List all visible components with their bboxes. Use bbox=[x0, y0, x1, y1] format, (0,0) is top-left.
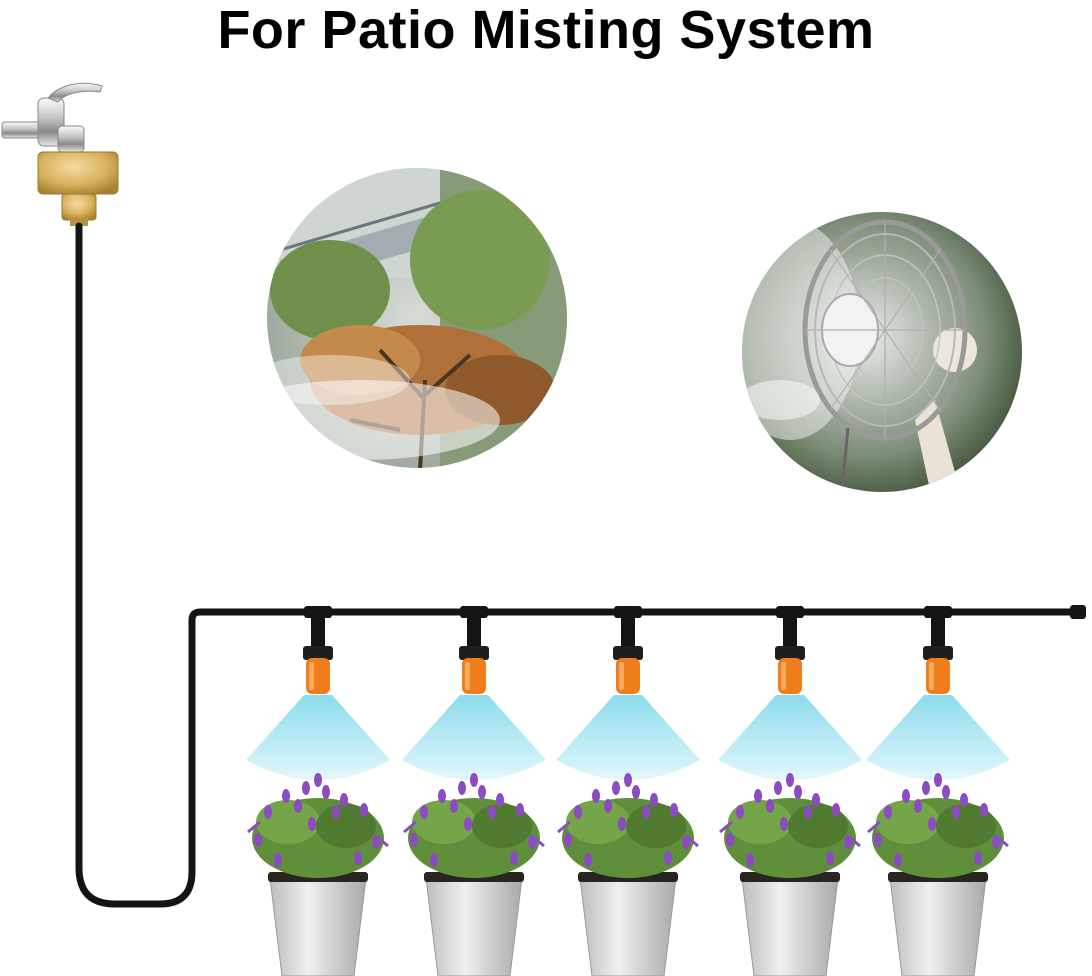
lavender-plant-icon bbox=[557, 773, 699, 878]
mist-spray bbox=[246, 695, 390, 780]
plant-pot-icon bbox=[889, 877, 987, 976]
mist-nozzle-icon bbox=[613, 606, 643, 694]
misting-station bbox=[246, 606, 390, 976]
fan-icon bbox=[802, 219, 977, 491]
misting-station bbox=[556, 606, 700, 976]
mist-nozzle-icon bbox=[775, 606, 805, 694]
brass-adapter-icon bbox=[37, 151, 119, 226]
tree-mist-photo bbox=[267, 168, 567, 468]
fan-mist-photo bbox=[742, 212, 1022, 492]
mist-spray bbox=[866, 695, 1010, 780]
plant-pot-icon bbox=[579, 877, 677, 976]
mist-nozzle-icon bbox=[923, 606, 953, 694]
misting-station bbox=[866, 606, 1010, 976]
lavender-plant-icon bbox=[867, 773, 1009, 878]
lavender-plant-icon bbox=[403, 773, 545, 878]
mist-spray bbox=[718, 695, 862, 780]
tube-end-cap bbox=[1070, 605, 1086, 619]
supply-tube bbox=[75, 222, 1082, 908]
plant-pot-icon bbox=[741, 877, 839, 976]
plant-pot-icon bbox=[269, 877, 367, 976]
lavender-plant-icon bbox=[719, 773, 861, 878]
lavender-plant-icon bbox=[247, 773, 389, 878]
mist-nozzle-icon bbox=[459, 606, 489, 694]
mist-spray bbox=[402, 695, 546, 780]
faucet-icon bbox=[1, 82, 103, 153]
mist-nozzle-icon bbox=[303, 606, 333, 694]
plant-pot-icon bbox=[425, 877, 523, 976]
misting-station bbox=[402, 606, 546, 976]
mist-spray bbox=[556, 695, 700, 780]
misting-station bbox=[718, 606, 862, 976]
page-title: For Patio Misting System bbox=[217, 0, 875, 60]
